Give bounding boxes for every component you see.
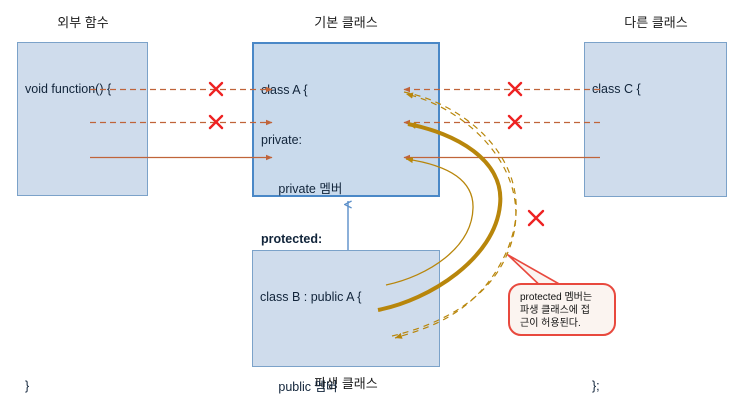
code-line: class C { [592, 82, 641, 96]
code-line [592, 230, 641, 247]
code-class-c: class C { }; [592, 48, 641, 417]
code-line [592, 180, 641, 197]
denied-x-marker-derived-private [527, 209, 545, 227]
code-line: }; [592, 379, 600, 393]
denied-x-marker-external-private [208, 81, 224, 97]
code-line: class B : public A { [260, 290, 362, 304]
code-line [25, 279, 111, 296]
box-class-b: class B : public A { }; [252, 250, 440, 367]
callout-line-3: 근이 허용된다. [520, 318, 581, 329]
callout-line-1: protected 멤버는 [520, 292, 593, 303]
title-derived-class: 파생 클래스 [314, 376, 378, 391]
title-external-function: 외부 함수 [57, 15, 109, 30]
code-line [25, 329, 111, 346]
code-line-protected-label: protected: [261, 231, 323, 246]
code-line-private-member: private 멤버 [261, 182, 343, 196]
code-line [25, 131, 111, 148]
denied-x-marker-other-protected [507, 114, 523, 130]
code-line: } [25, 379, 30, 393]
code-line: private: [261, 132, 302, 147]
callout-protected-access: protected 멤버는 파생 클래스에 접 근이 허용된다. [508, 283, 616, 336]
code-line [260, 388, 361, 405]
denied-x-marker-other-private [507, 81, 523, 97]
title-base-class: 기본 클래스 [314, 15, 378, 30]
code-line [25, 230, 111, 247]
code-line: void function() { [25, 82, 112, 96]
title-other-class: 다른 클래스 [624, 15, 688, 30]
box-external-function: void function() { } [17, 42, 148, 393]
code-line-public-member: public 멤버 [261, 380, 338, 394]
code-line [592, 131, 641, 148]
code-line [260, 339, 361, 356]
box-class-a: class A { private: private 멤버 protected:… [252, 42, 440, 394]
denied-x-marker-external-protected [208, 114, 224, 130]
code-line: class A { [261, 83, 308, 97]
code-external-function: void function() { } [25, 48, 111, 417]
box-class-c: class C { }; [584, 42, 727, 393]
code-line [25, 180, 111, 197]
callout-line-2: 파생 클래스에 접 [520, 305, 590, 316]
code-class-b: class B : public A { }; [260, 256, 361, 417]
